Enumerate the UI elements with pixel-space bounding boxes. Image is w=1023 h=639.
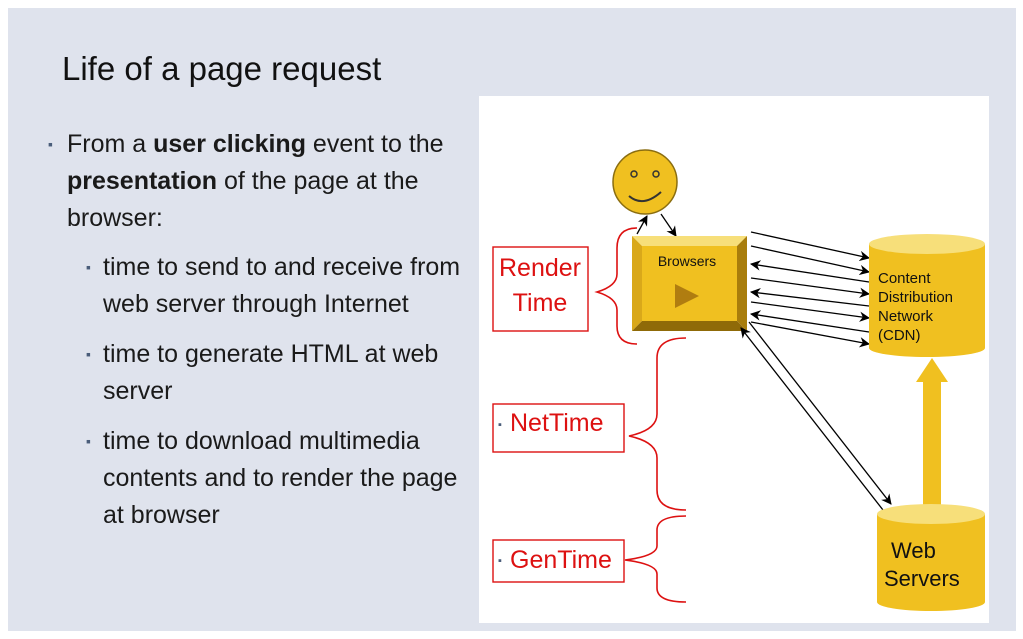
bullet-marker-icon: ▪ xyxy=(86,259,91,275)
web-label-line: Servers xyxy=(884,566,960,591)
bold-presentation: presentation xyxy=(67,167,218,195)
cdn-cylinder: Content Distribution Network (CDN) xyxy=(869,234,985,357)
render-time-brace xyxy=(594,227,638,345)
svg-text:Render: Render xyxy=(499,254,581,282)
bullet-marker-icon: ▪ xyxy=(86,433,91,449)
svg-text:Web Servers: Web Servers xyxy=(884,538,960,591)
web-to-cdn-arrow xyxy=(916,358,948,510)
web-servers-cylinder: Web Servers xyxy=(877,504,985,611)
browser-box: Browsers xyxy=(632,236,747,331)
gen-time-brace xyxy=(624,515,687,603)
browser-cdn-arrows xyxy=(749,231,871,348)
slide-title: Life of a page request xyxy=(62,50,382,87)
render-time-label: Render Time xyxy=(492,246,589,332)
svg-text:▪: ▪ xyxy=(498,555,502,567)
bullet-list: ▪ From a user clicking event to the pres… xyxy=(48,126,478,534)
web-label-line: Web xyxy=(891,538,936,563)
main-bullet: ▪ From a user clicking event to the pres… xyxy=(48,126,478,237)
play-icon xyxy=(675,284,699,308)
net-time-label: ▪ NetTime xyxy=(492,403,625,453)
bullet-marker-icon: ▪ xyxy=(48,136,53,152)
cdn-label-line: Network xyxy=(878,308,934,325)
arrow-web-to-browser xyxy=(740,327,884,511)
gen-time-label: ▪ GenTime xyxy=(492,539,625,583)
svg-text:Content Distribution: Content Distribution Network (CDN) xyxy=(878,270,957,344)
arrow-browser-to-user xyxy=(636,215,648,235)
browser-label: Browsers xyxy=(658,253,716,269)
user-smiley-icon xyxy=(612,149,678,215)
svg-text:▪: ▪ xyxy=(498,419,502,431)
sub-bullet-render: ▪ time to download multimedia contents a… xyxy=(48,423,478,534)
page-request-diagram: Browsers Content Distribution Network (C… xyxy=(492,149,985,611)
svg-text:GenTime: GenTime xyxy=(510,546,612,574)
sub-bullet-net: ▪ time to send to and receive from web s… xyxy=(48,249,478,323)
bold-user-clicking: user clicking xyxy=(153,130,306,158)
cdn-label-line: Content xyxy=(878,270,931,287)
svg-text:NetTime: NetTime xyxy=(510,409,604,437)
cdn-label-line: (CDN) xyxy=(878,327,921,344)
cdn-label-line: Distribution xyxy=(878,289,953,306)
sub-bullet-gen: ▪ time to generate HTML at web server xyxy=(48,336,478,410)
arrow-user-to-browser xyxy=(660,213,677,237)
bullet-marker-icon: ▪ xyxy=(86,346,91,362)
arrow-browser-to-web xyxy=(748,321,892,505)
net-time-brace xyxy=(628,337,687,511)
svg-text:Time: Time xyxy=(513,289,568,317)
